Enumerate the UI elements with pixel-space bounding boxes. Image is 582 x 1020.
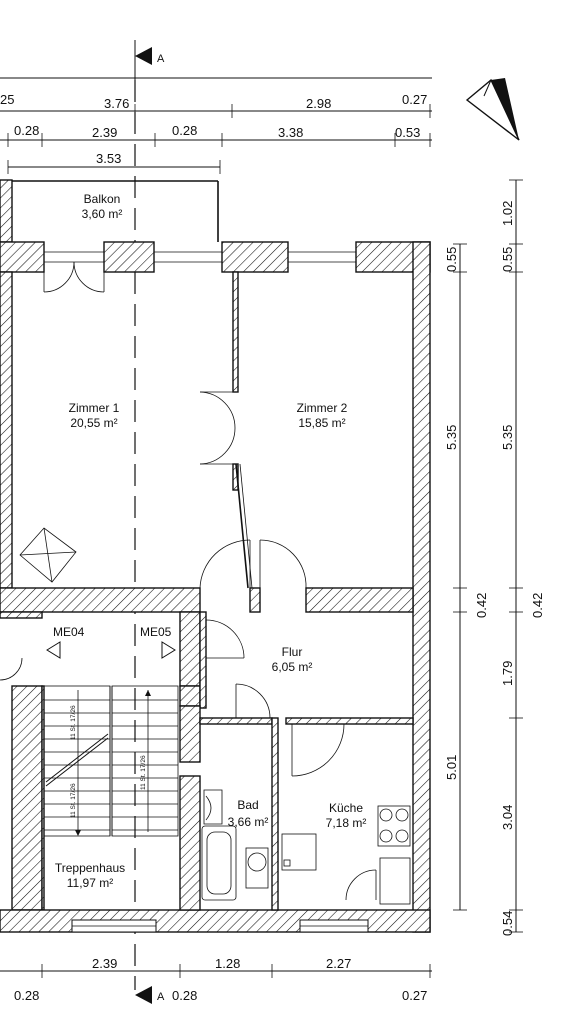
arrow-left-icon <box>46 641 61 659</box>
dim-label: 0.28 <box>14 988 39 1003</box>
dim-label: 0.55 <box>500 247 515 272</box>
dim-label: 0.28 <box>172 123 197 138</box>
stove-icon <box>377 805 411 847</box>
arrow-right-icon <box>161 641 176 659</box>
balcony-door <box>43 261 105 293</box>
unit-label-right: ME05 <box>140 625 172 639</box>
shaft-icon <box>19 527 77 583</box>
dim-label: 3.53 <box>96 151 121 166</box>
room-area: 20,55 m² <box>70 416 117 430</box>
room-name: Treppenhaus <box>55 861 125 875</box>
room-area: 3,60 m² <box>82 207 123 221</box>
room-name: Flur <box>282 645 303 659</box>
right-dimensions: 0.55 5.35 0.42 5.01 1.02 0.55 5.35 0.42 … <box>444 179 545 936</box>
room-area: 11,97 m² <box>67 876 113 890</box>
dim-label: 0.54 <box>500 911 515 936</box>
room-area: 3,66 m² <box>228 815 269 829</box>
dim-label: 0.42 <box>530 593 545 618</box>
room-name: Küche <box>329 801 363 815</box>
dim-label: 0.42 <box>474 593 489 618</box>
dim-label: 0.28 <box>14 123 39 138</box>
dim-label: 3.38 <box>278 125 303 140</box>
stair-label: 11 St. 17/26 <box>140 755 147 790</box>
room-name: Zimmer 1 <box>69 401 120 415</box>
dim-label: 3.76 <box>104 96 129 111</box>
unit-label-left: ME04 <box>53 625 85 639</box>
balcony: Balkon 3,60 m² <box>0 179 219 243</box>
dim-label: 0.27 <box>402 988 427 1003</box>
sink-icon <box>203 789 223 825</box>
bathtub-icon <box>201 825 237 901</box>
dim-label: 0.28 <box>172 988 197 1003</box>
dim-label: 2.27 <box>326 956 351 971</box>
walls <box>0 241 431 933</box>
room-area: 7,18 m² <box>326 816 367 830</box>
section-marker-label: A <box>157 991 165 1003</box>
stair-label: 11 St. 17/26 <box>70 783 77 818</box>
room-name: Zimmer 2 <box>297 401 348 415</box>
doors <box>0 391 377 901</box>
dim-label: 1.28 <box>215 956 240 971</box>
windows <box>44 251 368 927</box>
section-marker-top: A <box>134 40 165 80</box>
dim-label: 1.02 <box>500 201 515 226</box>
dim-label: 25 <box>0 92 14 107</box>
dim-label: 5.35 <box>444 425 459 450</box>
dim-label: 2.39 <box>92 125 117 140</box>
room-name: Balkon <box>84 192 121 206</box>
dim-label: 0.53 <box>395 125 420 140</box>
stair-label: 11 St. 17/26 <box>70 705 77 740</box>
dim-label: 5.35 <box>500 425 515 450</box>
top-dimensions: 25 3.76 2.98 0.27 0.28 2.39 0.28 3.38 0.… <box>0 77 432 174</box>
room-name: Bad <box>237 798 258 812</box>
toilet-icon <box>245 847 269 889</box>
room-area: 15,85 m² <box>298 416 345 430</box>
dim-label: 2.98 <box>306 96 331 111</box>
north-arrow-icon <box>465 78 520 141</box>
dim-label: 3.04 <box>500 805 515 830</box>
section-marker-label: A <box>157 53 165 65</box>
kitchen-counter <box>379 857 411 905</box>
dim-label: 5.01 <box>444 755 459 780</box>
dim-label: 1.79 <box>500 661 515 686</box>
bottom-dimensions: 2.39 1.28 2.27 0.28 0.28 0.27 <box>0 956 432 1003</box>
staircase: 11 St. 17/26 11 St. 17/26 11 St. 17/26 <box>43 685 179 837</box>
dim-label: 2.39 <box>92 956 117 971</box>
dim-label: 0.27 <box>402 92 427 107</box>
section-marker-bottom: A <box>135 986 165 1004</box>
dim-label: 0.55 <box>444 247 459 272</box>
kitchen-sink-icon <box>281 833 317 871</box>
room-area: 6,05 m² <box>272 660 313 674</box>
